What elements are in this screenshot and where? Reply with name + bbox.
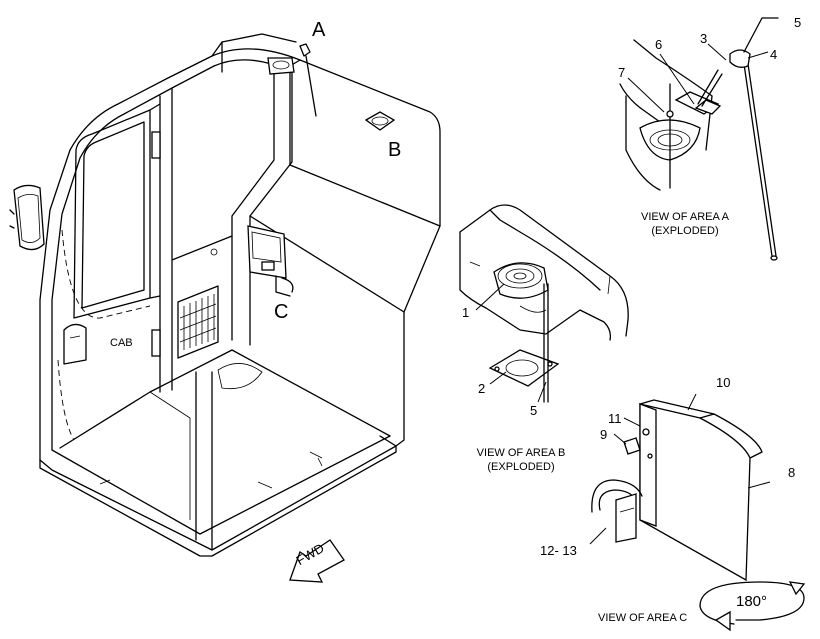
callout-c-10: 10 <box>716 375 731 390</box>
callout-a-6: 6 <box>655 37 663 52</box>
cab-frame <box>9 33 441 557</box>
callout-b-5: 5 <box>530 403 538 418</box>
fwd-arrow <box>289 539 345 583</box>
callout-b-1: 1 <box>462 305 470 320</box>
rotation-arrow-icon <box>699 581 806 632</box>
caption-area-a: VIEW OF AREA A (EXPLODED) <box>632 210 738 238</box>
area-label-b: B <box>388 139 402 161</box>
callout-c-12-13: 12- 13 <box>540 543 577 558</box>
callout-c-8: 8 <box>788 465 796 480</box>
view-area-a-drawing <box>619 17 779 261</box>
callout-c-11: 11 <box>608 411 622 426</box>
callout-b-2: 2 <box>478 381 486 396</box>
caption-area-c: VIEW OF AREA C <box>598 612 688 624</box>
callout-c-9: 9 <box>600 427 608 442</box>
area-label-a: A <box>312 19 326 41</box>
caption-area-b-line2: (EXPLODED) <box>487 461 555 473</box>
cab-label: CAB <box>110 337 133 349</box>
view-area-b-drawing <box>459 204 629 403</box>
caption-area-a-line1: VIEW OF AREA A <box>640 211 730 223</box>
area-label-c: C <box>274 301 289 323</box>
callout-a-3: 3 <box>700 31 708 46</box>
callout-a-7: 7 <box>618 65 626 80</box>
view-area-c-drawing <box>589 393 771 582</box>
caption-area-a-line2: (EXPLODED) <box>651 225 719 237</box>
callout-a-5: 5 <box>794 15 802 30</box>
vent-grille <box>177 285 219 359</box>
callout-a-4: 4 <box>770 47 778 62</box>
rotation-label: 180° <box>736 593 768 610</box>
caption-area-b-line1: VIEW OF AREA B <box>476 447 566 459</box>
caption-area-b: VIEW OF AREA B (EXPLODED) <box>468 446 574 474</box>
